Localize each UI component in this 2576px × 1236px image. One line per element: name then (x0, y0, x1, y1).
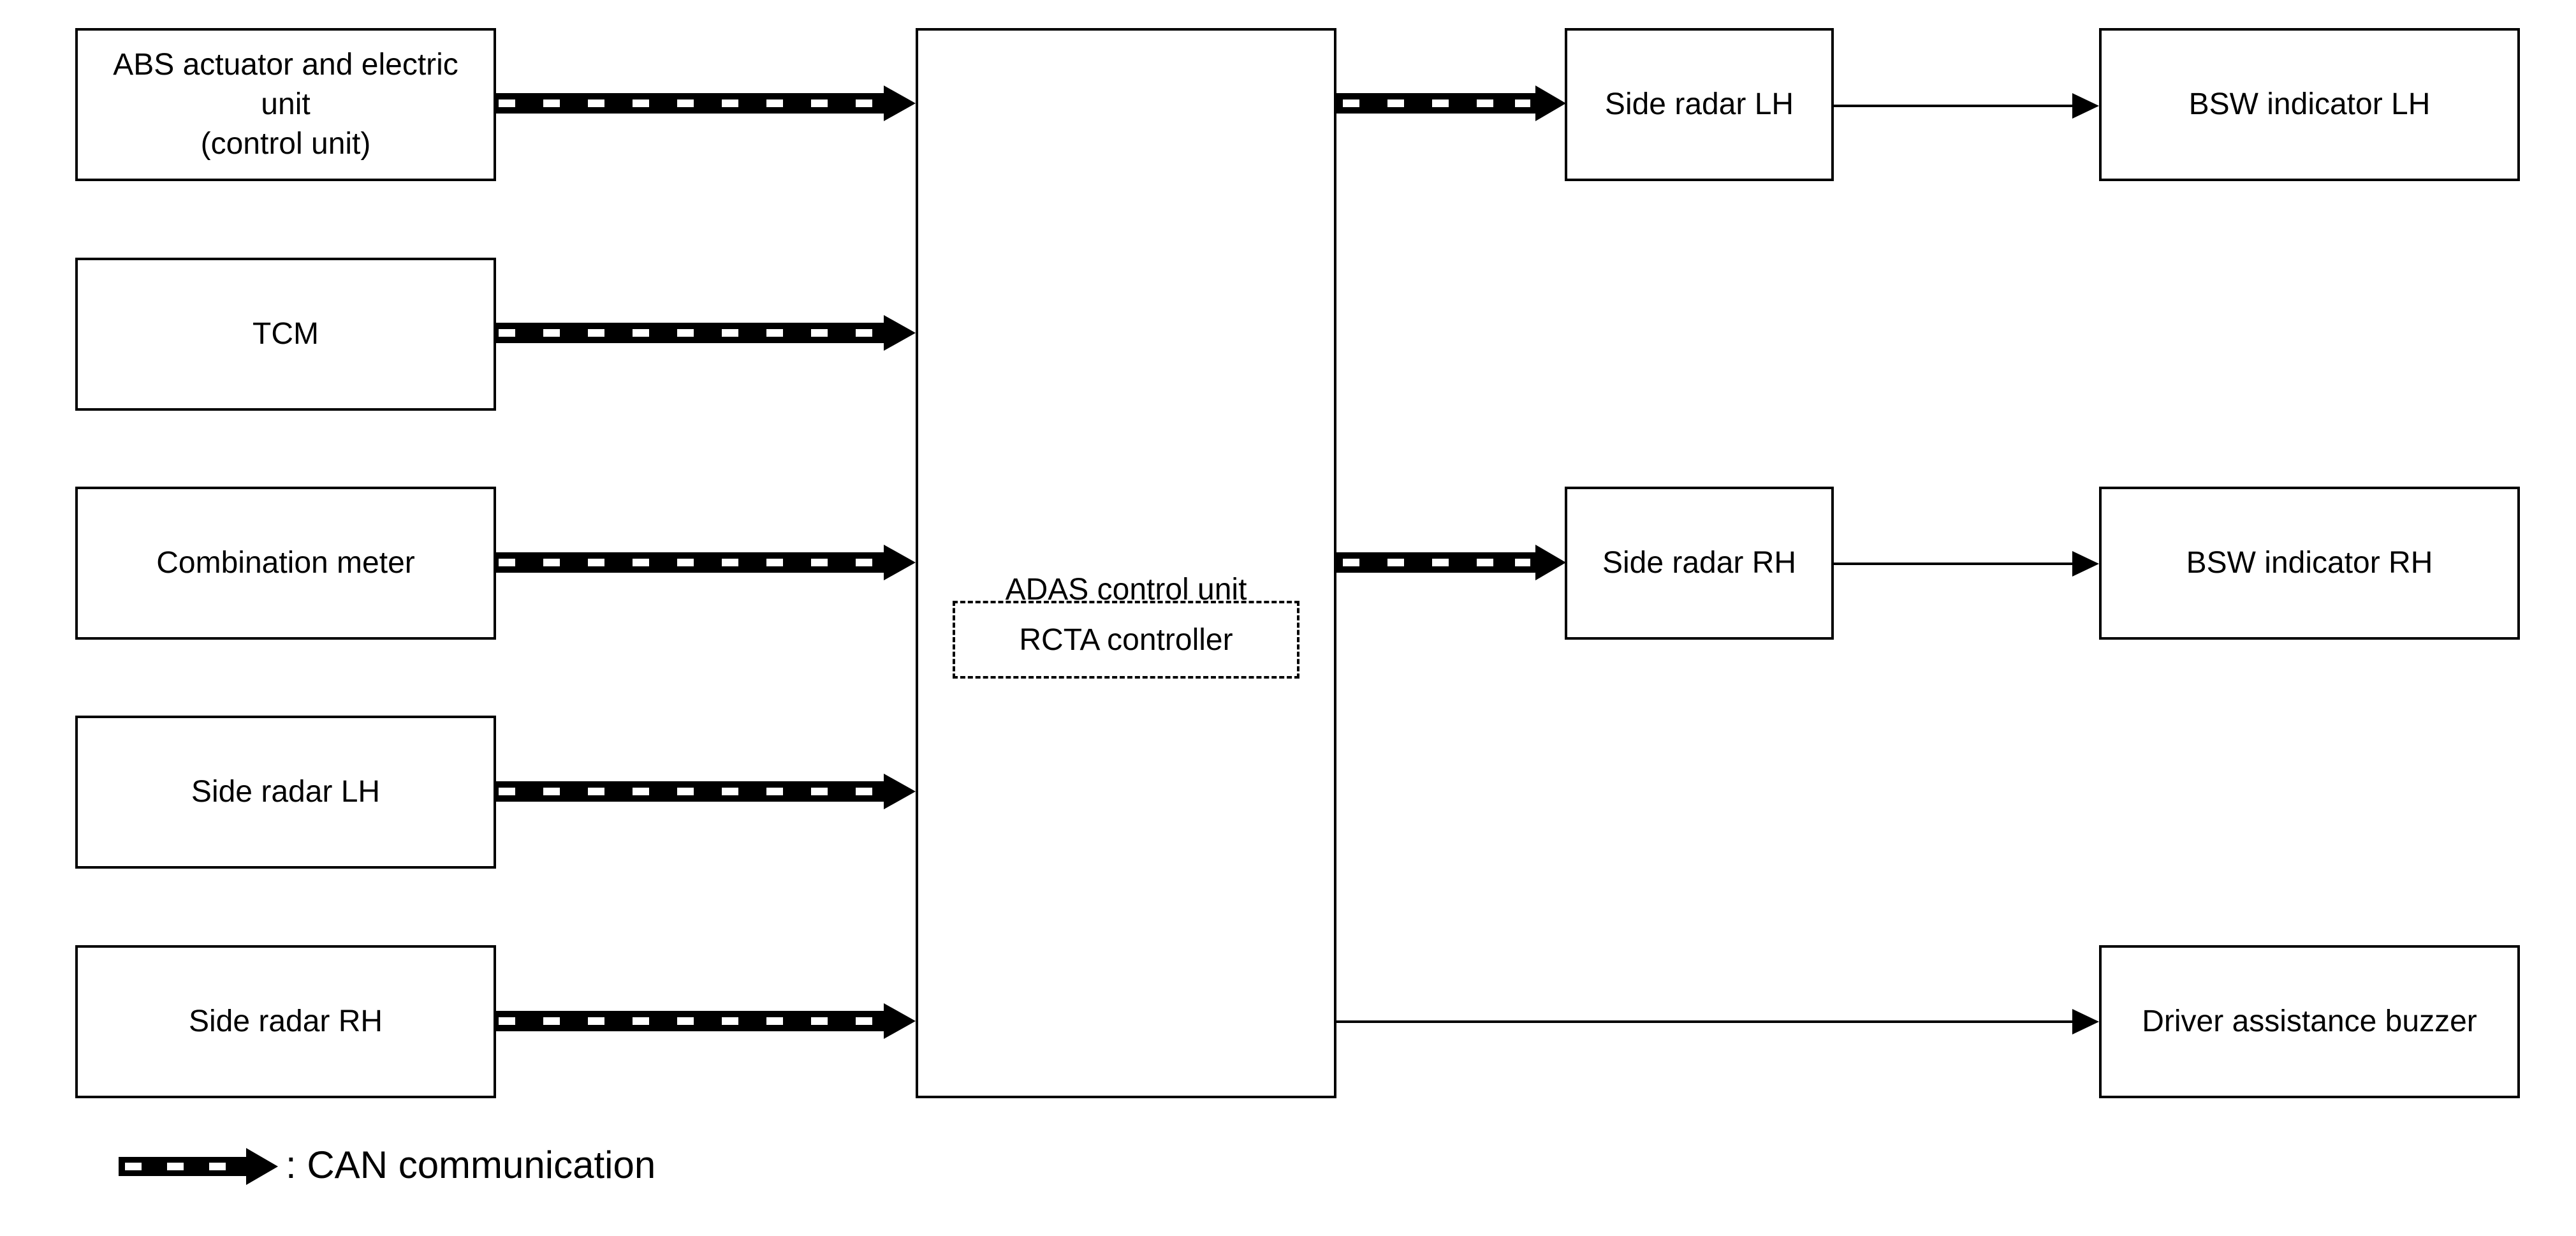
can-arrow-radar-lh-to-adas (495, 774, 916, 809)
can-arrow-radar-rh-to-adas (495, 1003, 916, 1039)
can-arrow-meter-to-adas (495, 545, 916, 580)
tcm-box: TCM (75, 258, 496, 411)
side-radar-rh-label: Side radar RH (1602, 546, 1797, 580)
bsw-indicator-lh-label: BSW indicator LH (2188, 87, 2431, 121)
side-radar-rh-input-box: Side radar RH (75, 945, 496, 1098)
can-arrow-abs-to-adas (495, 85, 916, 121)
bsw-indicator-lh-box: BSW indicator LH (2099, 28, 2520, 181)
arrow-radar-rh-to-bsw-rh (1834, 551, 2099, 577)
driver-assistance-buzzer-label: Driver assistance buzzer (2142, 1004, 2477, 1038)
bsw-indicator-rh-box: BSW indicator RH (2099, 487, 2520, 640)
arrow-adas-to-buzzer (1336, 1009, 2099, 1034)
abs-actuator-box: ABS actuator and electric unit (control … (75, 28, 496, 181)
adas-control-unit-box: ADAS control unit (916, 28, 1336, 1098)
can-arrow-adas-to-radar-lh (1336, 85, 1566, 121)
bsw-indicator-rh-label: BSW indicator RH (2186, 546, 2433, 580)
legend-text: : CAN communication (286, 1144, 656, 1186)
abs-actuator-label: ABS actuator and electric unit (control … (113, 48, 458, 161)
side-radar-lh-input-box: Side radar LH (75, 716, 496, 869)
driver-assistance-buzzer-box: Driver assistance buzzer (2099, 945, 2520, 1098)
arrow-radar-lh-to-bsw-lh (1834, 93, 2099, 119)
side-radar-rh-box: Side radar RH (1565, 487, 1834, 640)
rcta-controller-box: RCTA controller (953, 601, 1299, 679)
can-arrow-adas-to-radar-rh (1336, 545, 1566, 580)
side-radar-rh-input-label: Side radar RH (188, 1004, 383, 1038)
can-arrow-tcm-to-adas (495, 315, 916, 351)
legend-can-symbol (119, 1148, 278, 1185)
combination-meter-box: Combination meter (75, 487, 496, 640)
rcta-controller-label: RCTA controller (1019, 622, 1233, 657)
side-radar-lh-box: Side radar LH (1565, 28, 1834, 181)
side-radar-lh-input-label: Side radar LH (191, 775, 381, 809)
side-radar-lh-label: Side radar LH (1604, 87, 1794, 121)
combination-meter-label: Combination meter (156, 546, 415, 580)
tcm-label: TCM (252, 317, 319, 351)
